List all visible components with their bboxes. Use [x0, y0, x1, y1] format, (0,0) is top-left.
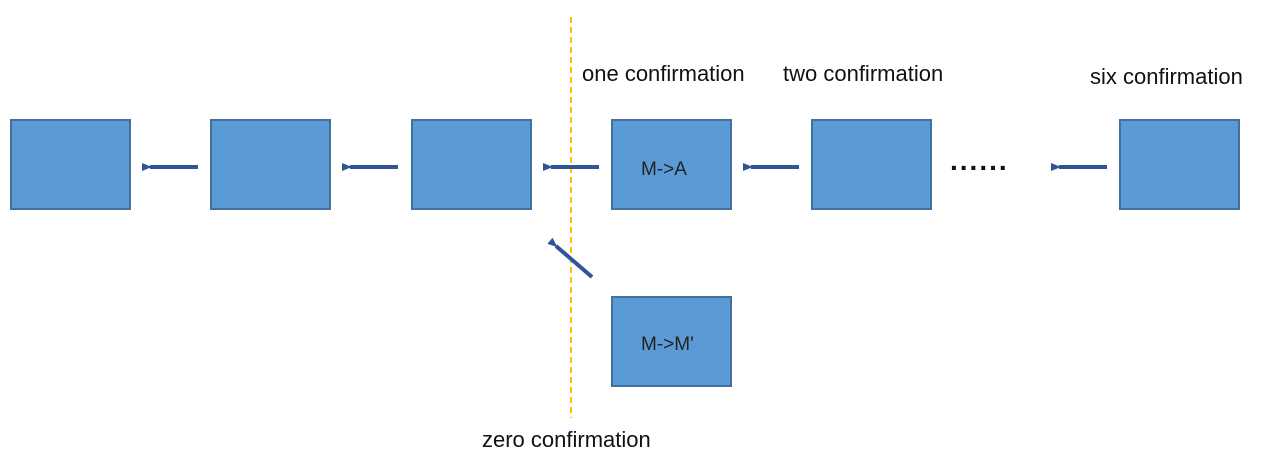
block-fork: [611, 296, 732, 387]
chain-ellipsis: ......: [950, 145, 1009, 176]
block-2: [210, 119, 331, 210]
chain-arrows: [142, 163, 1107, 279]
block-two-confirmation: [811, 119, 932, 210]
block-six-confirmation: [1119, 119, 1240, 210]
block-one-confirmation: [611, 119, 732, 210]
zero-confirmation-label: zero confirmation: [482, 427, 651, 452]
block-label-m-m-prime: M->M': [641, 334, 694, 355]
block-label-m-a: M->A: [641, 159, 687, 180]
arrow-fork-to-3: [547, 237, 594, 279]
one-confirmation-label: one confirmation: [582, 61, 745, 86]
six-confirmation-label: six confirmation: [1090, 64, 1243, 89]
block-1: [10, 119, 131, 210]
two-confirmation-label: two confirmation: [783, 61, 943, 86]
block-3: [411, 119, 532, 210]
main-chain: [10, 119, 1240, 210]
